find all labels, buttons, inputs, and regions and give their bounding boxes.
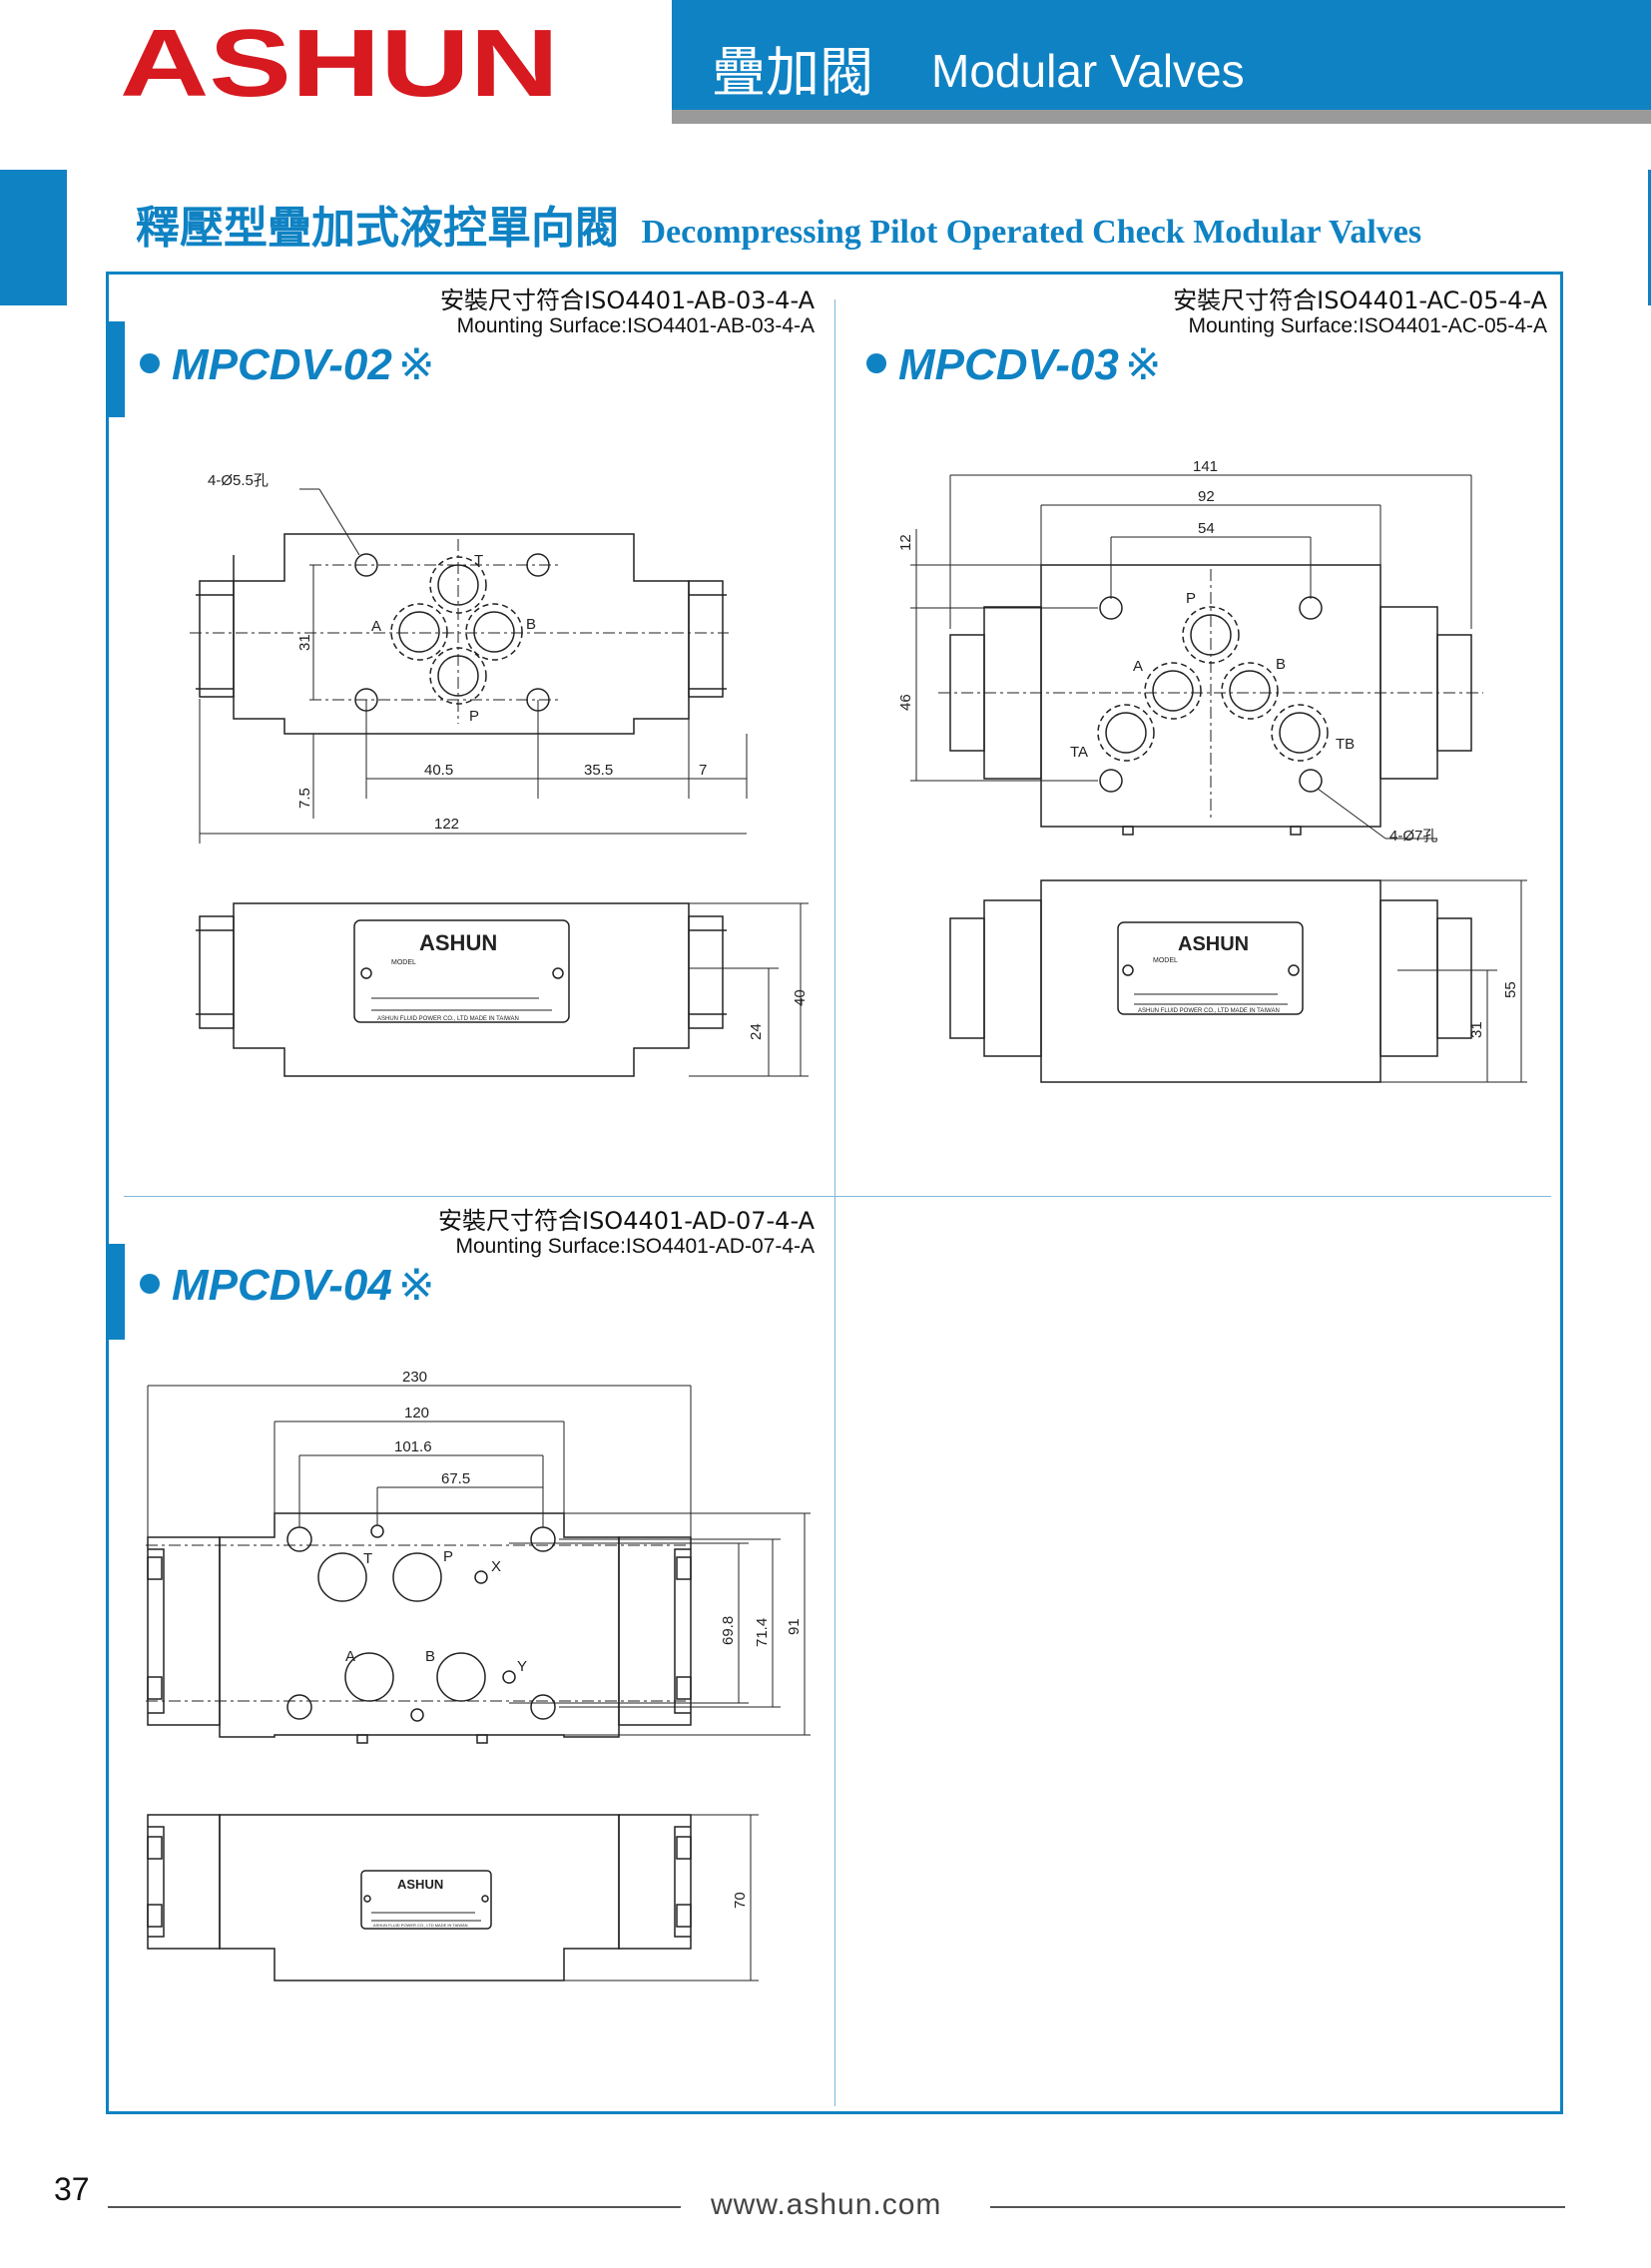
model-name: MPCDV-02 [172, 340, 392, 389]
side-tab-right [1648, 170, 1651, 305]
dim-40-5: 40.5 [424, 762, 453, 779]
row-divider [124, 1196, 1551, 1197]
model-name: MPCDV-04 [172, 1261, 392, 1310]
mounting-spec-en: Mounting Surface:ISO4401-AB-03-4-A [456, 314, 815, 337]
website-link[interactable]: www.ashun.com [711, 2188, 942, 2221]
nameplate-maker: ASHUN FLUID POWER CO., LTD MADE IN TAIWA… [377, 1016, 519, 1022]
nameplate-maker: ASHUN FLUID POWER CO., LTD MADE IN TAIWA… [373, 1923, 468, 1928]
reference-mark: ※ [1124, 339, 1162, 390]
reference-mark: ※ [397, 1260, 435, 1311]
port-label-y: Y [517, 1658, 527, 1675]
nameplate-brand: ASHUN [1178, 933, 1249, 955]
reference-mark: ※ [397, 339, 435, 390]
dim-31-03: 31 [1468, 1021, 1485, 1038]
mpcdv-02-top-view [190, 488, 748, 844]
column-divider [834, 299, 835, 2106]
port-label-x: X [491, 1558, 501, 1575]
section-title-zh: 疊加閥 [712, 41, 873, 104]
port-label-t: T [363, 1550, 372, 1567]
header-shadow [672, 110, 1651, 124]
dim-31-02: 31 [296, 634, 313, 651]
mounting-spec-en: Mounting Surface:ISO4401-AD-07-4-A [455, 1235, 815, 1258]
side-tab [0, 170, 67, 305]
page-title-en: Decompressing Pilot Operated Check Modul… [641, 214, 1422, 251]
dim-7: 7 [699, 762, 707, 779]
dim-141: 141 [1193, 458, 1218, 475]
dim-230: 230 [402, 1369, 427, 1386]
mounting-spec-zh: 安裝尺寸符合ISO4401-AB-03-4-A [440, 286, 815, 314]
content-frame [106, 272, 1563, 2114]
bullet-icon [140, 353, 160, 374]
port-label-b: B [526, 616, 536, 633]
dim-69-8: 69.8 [720, 1616, 737, 1645]
brand-logo-text: ASHUN [120, 22, 559, 104]
footer-rule-right [990, 2206, 1565, 2208]
port-label-b: B [1276, 656, 1286, 673]
port-label-ta: TA [1070, 744, 1088, 761]
model-name: MPCDV-03 [898, 340, 1119, 389]
mounting-spec-mpcdv-02: 安裝尺寸符合ISO4401-AB-03-4-A Mounting Surface… [319, 287, 815, 339]
dim-67-5: 67.5 [441, 1470, 470, 1487]
mpcdv-03-top-view [910, 474, 1483, 840]
mpcdv-03-front-view [949, 879, 1527, 1083]
port-label-p: P [443, 1548, 453, 1565]
dim-54: 54 [1198, 520, 1215, 537]
bullet-icon [140, 1274, 160, 1295]
model-marker-bar [108, 1244, 125, 1340]
dim-92: 92 [1198, 488, 1215, 505]
page-title: 釋壓型疊加式液控單向閥 Decompressing Pilot Operated… [136, 192, 1421, 256]
dim-12: 12 [897, 534, 914, 551]
brand-logo: ASHUN [120, 22, 559, 104]
page-number: 37 [54, 2171, 90, 2207]
dim-7-5: 7.5 [296, 788, 313, 809]
port-label-tb: TB [1336, 736, 1355, 753]
port-label-a: A [371, 618, 381, 635]
section-title-en: Modular Valves [931, 45, 1245, 97]
dim-120: 120 [404, 1405, 429, 1421]
nameplate-brand: ASHUN [397, 1877, 443, 1892]
dim-24: 24 [748, 1023, 765, 1040]
mpcdv-02-front-view [196, 902, 809, 1077]
nameplate-brand: ASHUN [419, 930, 497, 955]
mounting-spec-zh: 安裝尺寸符合ISO4401-AC-05-4-A [1173, 286, 1547, 314]
model-title-mpcdv-02: MPCDV-02※ [140, 339, 435, 390]
model-marker-bar [108, 321, 125, 417]
model-title-mpcdv-04: MPCDV-04※ [140, 1260, 435, 1311]
section-header: 疊加閥 Modular Valves [672, 0, 1651, 110]
mpcdv-04-front-view [147, 1814, 759, 1982]
dim-70: 70 [732, 1892, 749, 1909]
model-title-mpcdv-03: MPCDV-03※ [866, 339, 1162, 390]
dim-55: 55 [1502, 981, 1519, 998]
port-label-a: A [345, 1648, 355, 1665]
port-label-t: T [474, 552, 483, 569]
dim-40: 40 [792, 989, 809, 1006]
mpcdv-04-top-view [146, 1385, 811, 1744]
mounting-spec-zh: 安裝尺寸符合ISO4401-AD-07-4-A [438, 1207, 815, 1235]
port-label-b: B [425, 1648, 435, 1665]
dim-101-6: 101.6 [394, 1438, 432, 1455]
port-label-p: P [1186, 590, 1196, 607]
mounting-spec-en: Mounting Surface:ISO4401-AC-05-4-A [1188, 314, 1547, 337]
dim-hole-03: 4-Ø7孔 [1389, 828, 1437, 845]
dim-71-4: 71.4 [754, 1618, 771, 1647]
dim-hole-02: 4-Ø5.5孔 [208, 472, 269, 489]
footer-rule-left [108, 2206, 681, 2208]
nameplate-model: MODEL [391, 959, 416, 966]
dim-91: 91 [786, 1618, 803, 1635]
nameplate-maker: ASHUN FLUID POWER CO., LTD MADE IN TAIWA… [1138, 1008, 1280, 1014]
dim-46: 46 [897, 694, 914, 711]
nameplate-model: MODEL [1153, 957, 1178, 964]
port-label-p: P [469, 708, 479, 725]
port-label-a: A [1133, 658, 1143, 675]
mounting-spec-mpcdv-03: 安裝尺寸符合ISO4401-AC-05-4-A Mounting Surface… [1048, 287, 1547, 339]
dim-35-5: 35.5 [584, 762, 613, 779]
page-title-zh: 釋壓型疊加式液控單向閥 [136, 203, 619, 254]
mounting-spec-mpcdv-04: 安裝尺寸符合ISO4401-AD-07-4-A Mounting Surface… [319, 1208, 815, 1260]
dim-122: 122 [434, 816, 459, 833]
bullet-icon [866, 353, 886, 374]
